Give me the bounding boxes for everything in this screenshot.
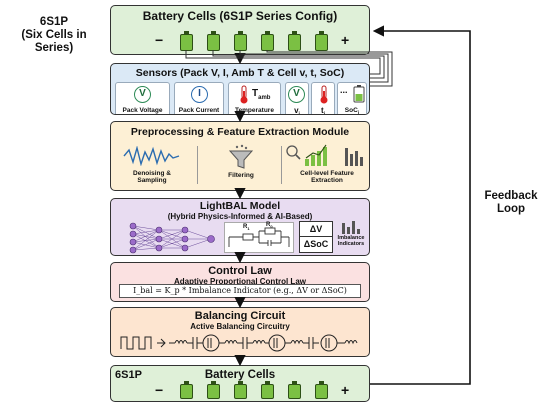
battery-top-box: Battery Cells (6S1P Series Config) − + [110, 5, 370, 55]
model-box: LightBAL Model (Hybrid Physics-Informed … [110, 198, 370, 256]
filtering-label: Filtering [228, 172, 254, 179]
sensor-card-temperature: Tamb Temperature [228, 82, 281, 114]
imbalance-output: ΔV ΔSoC [299, 221, 333, 253]
denoising-label: Denoising &Sampling [133, 170, 171, 184]
sensors-box: Sensors (Pack V, I, Amb T & Cell v, t, S… [110, 63, 370, 115]
config-subtitle: (Six Cells in Series) [21, 29, 87, 54]
plus-terminal-top: + [341, 32, 350, 48]
model-title: LightBAL Model [199, 200, 281, 212]
battery-cell [315, 31, 328, 51]
current-icon: I [191, 86, 208, 103]
battery-cell [207, 31, 220, 51]
delta-soc: ΔSoC [303, 239, 329, 249]
battery-bottom-box: 6S1P Battery Cells − + [110, 365, 370, 402]
sensor-label-pack-current: Pack Current [178, 107, 220, 114]
filter-funnel-icon [228, 144, 254, 169]
battery-cell [288, 31, 301, 51]
control-box: Control Law Adaptive Proportional Contro… [110, 262, 370, 302]
balancing-title: Balancing Circuit [194, 310, 286, 322]
battery-cell [288, 381, 301, 399]
battery-cell [207, 381, 220, 399]
config-title: 6S1P [39, 16, 69, 28]
sensors-title: Sensors (Pack V, I, Amb T & Cell v, t, S… [135, 67, 345, 79]
sensor-label-temperature: Temperature [235, 107, 274, 114]
delta-v: ΔV [300, 222, 332, 237]
soc-battery-icon [353, 85, 365, 103]
battery-bottom-config-label: 6S1P [115, 369, 142, 381]
signal-waveform-icon [123, 146, 180, 166]
battery-cell [261, 31, 274, 51]
battery-cell [315, 381, 328, 399]
sensor-label-cell-temperature: ti [312, 107, 334, 115]
cell-thermometer-icon [320, 85, 328, 104]
balancing-subtitle: Active Balancing Circuitry [190, 322, 290, 331]
equivalent-circuit: R1 R0 [224, 222, 294, 253]
sensor-card-pack-voltage: V Pack Voltage [115, 82, 170, 114]
control-formula: I_bal = K_p * Imbalance Indicator (e.g.,… [119, 284, 361, 298]
soc-subscript: i [357, 110, 360, 115]
preprocessing-box: Preprocessing & Feature Extraction Modul… [110, 121, 370, 191]
feature-chart-icon [286, 144, 363, 166]
battery-cell [180, 31, 193, 51]
circuit-diagram-icon [228, 227, 290, 247]
model-subtitle: (Hybrid Physics-Informed & AI-Based) [167, 212, 313, 221]
battery-cell [234, 31, 247, 51]
cell-temperature-subscript: i [323, 111, 326, 115]
sensor-card-cell-temperature: ti [311, 82, 335, 115]
imbalance-bars-icon [342, 221, 360, 234]
battery-bottom-title: Battery Cells [204, 369, 276, 381]
balancing-circuit-icon [120, 334, 358, 352]
control-subtitle: Adaptive Proportional Control Law [173, 277, 306, 286]
temperature-symbol: Tamb [252, 88, 271, 101]
minus-terminal-top: − [155, 32, 164, 48]
preprocessing-title: Preprocessing & Feature Extraction Modul… [130, 126, 350, 138]
sensor-label-cell-voltage: vi [286, 107, 308, 115]
minus-terminal-bottom: − [155, 382, 164, 398]
feedback-label: Feedback [484, 190, 538, 202]
cell-voltage-icon: V [288, 86, 305, 103]
resistor-r0-subscript: 0 [270, 224, 273, 230]
resistor-r0-label: R0 [266, 222, 273, 230]
sensor-label-soc: SoCi [344, 107, 360, 115]
feedback-label-2: Loop [496, 203, 526, 215]
sensor-card-pack-current: I Pack Current [174, 82, 224, 114]
cell-voltage-subscript: i [298, 111, 300, 115]
sensor-ellipsis: ... [340, 85, 348, 95]
battery-top-title: Battery Cells (6S1P Series Config) [142, 9, 338, 23]
sensor-label-pack-voltage: Pack Voltage [122, 107, 163, 114]
battery-cell [261, 381, 274, 399]
sensor-card-cell-voltage: V vi [285, 82, 309, 115]
battery-cell [180, 381, 193, 399]
neural-network-icon [129, 222, 215, 254]
voltage-icon: V [134, 86, 151, 103]
feedback-loop-arrow [370, 25, 471, 385]
control-title: Control Law [208, 265, 272, 277]
sensor-card-cell-soc: ... SoCi [337, 82, 367, 115]
resistor-r1-label: R1 [243, 224, 250, 232]
resistor-r1-subscript: 1 [247, 226, 250, 232]
thermometer-icon [240, 85, 248, 104]
temperature-subscript: amb [258, 95, 271, 101]
balancing-box: Balancing Circuit Active Balancing Circu… [110, 307, 370, 357]
divider [197, 146, 198, 184]
battery-cell [234, 381, 247, 399]
divider [281, 146, 282, 184]
plus-terminal-bottom: + [341, 382, 350, 398]
